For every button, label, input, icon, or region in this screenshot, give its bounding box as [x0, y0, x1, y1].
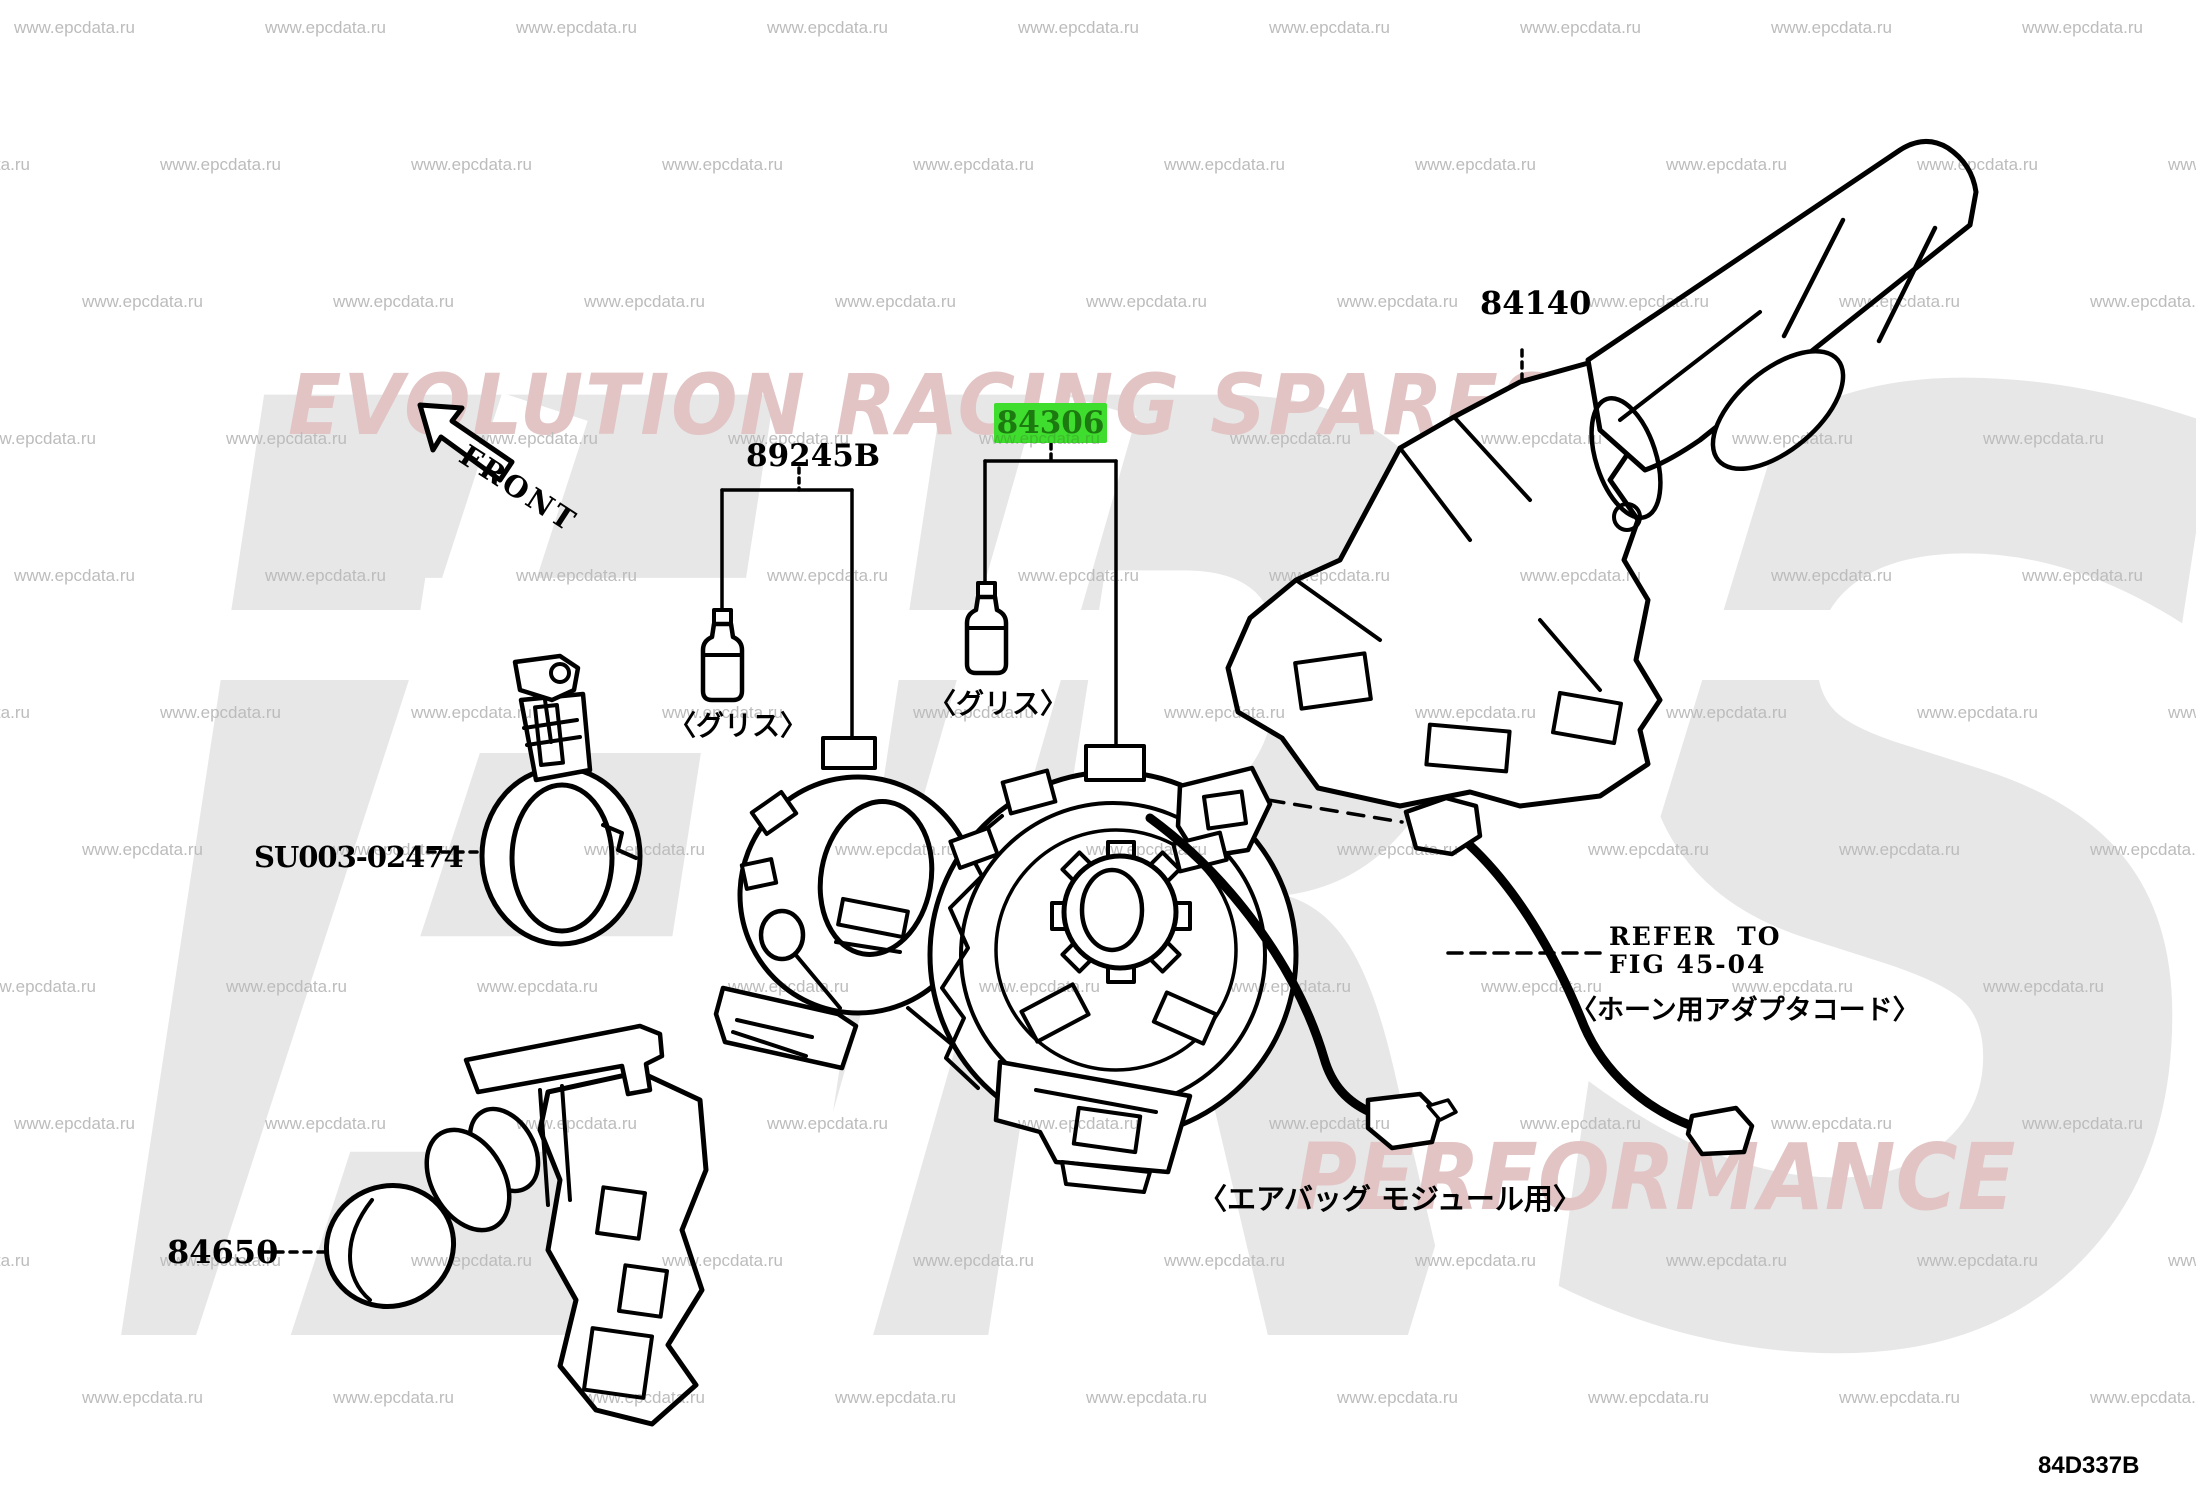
- horn-cord-connector-icon: [1403, 795, 1483, 857]
- combination-switch-84140-drawing: [1225, 139, 1979, 809]
- refer-to-note-line1: REFER TO: [1609, 922, 1782, 951]
- refer-to-note-line2: FIG 45-04: [1609, 950, 1767, 979]
- part-label-84306-highlighted[interactable]: 84306: [994, 403, 1107, 443]
- horn-cord-end-connector-icon: [1685, 1105, 1755, 1157]
- grease-bottle-left-icon: [700, 608, 745, 703]
- horn-adapter-cord-drawing: [1266, 795, 1755, 1157]
- grease-note-left: 〈グリス〉: [668, 709, 809, 742]
- front-arrow-icon: [417, 402, 515, 483]
- clamp-su003-drawing: [426, 653, 643, 947]
- front-direction-label: FRONT: [453, 438, 584, 539]
- grease-bottle-right-icon: [964, 581, 1009, 676]
- watermark-banner-top: EVOLUTION RACING SPARES: [288, 356, 1558, 454]
- part-label-84140[interactable]: 84140: [1480, 284, 1592, 322]
- cable-sub-assembly-ring-drawing: [713, 736, 1015, 1097]
- grease-note-right: 〈グリス〉: [928, 687, 1069, 720]
- spiral-cable-84306-drawing: [927, 744, 1299, 1194]
- part-label-SU003-02474[interactable]: SU003-02474: [254, 840, 464, 874]
- part-label-84650[interactable]: 84650: [167, 1233, 279, 1271]
- airbag-cable-connector-icon: [1365, 1091, 1443, 1151]
- stencil-cut: [140, 610, 2140, 680]
- airbag-module-note: 〈エアバッグ モジュール用〉: [1198, 1182, 1582, 1216]
- airbag-module-cable-drawing: [1145, 813, 1458, 1151]
- diagram-code: 84D337B: [2038, 1452, 2140, 1479]
- part-label-89245B[interactable]: 89245B: [746, 438, 881, 474]
- horn-adapter-cord-note: 〈ホーン用アダプタコード〉: [1570, 995, 1920, 1026]
- turn-signal-switch-84650-drawing: [260, 1023, 709, 1427]
